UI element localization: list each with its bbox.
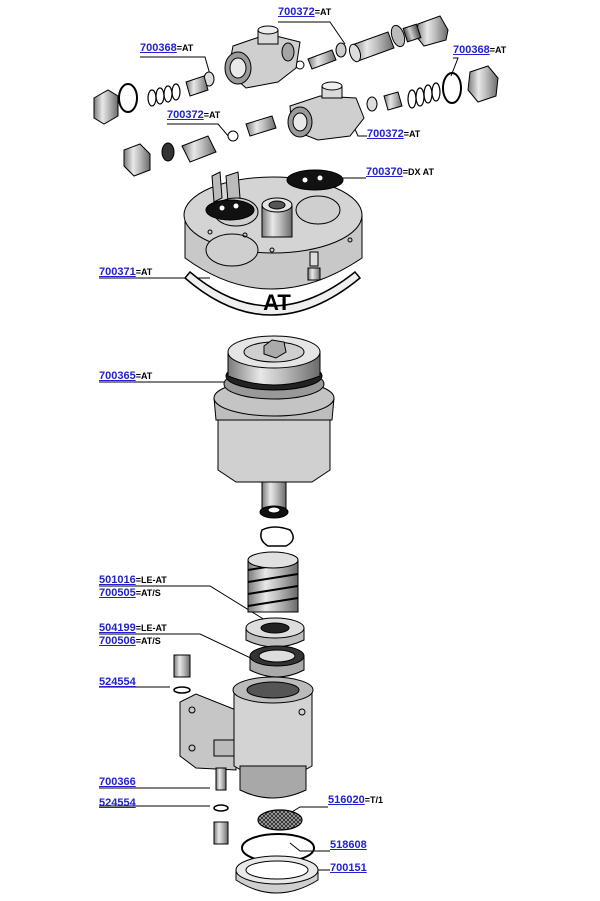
- part-link[interactable]: 700371: [99, 266, 136, 278]
- part-link[interactable]: 524554: [99, 676, 136, 688]
- part-link[interactable]: 700151: [330, 862, 367, 874]
- callout-700506: 700506=AT/S: [99, 635, 161, 647]
- spring-stack: [245, 526, 305, 678]
- part-link[interactable]: 700372: [367, 128, 404, 140]
- part-suffix: =LE-AT: [135, 575, 167, 585]
- part-suffix: =T/1: [364, 795, 383, 805]
- callout-501016: 501016=LE-AT: [99, 574, 167, 586]
- callout-524554-lower: 524554: [99, 797, 136, 809]
- callout-516020: 516020=T/1: [328, 794, 383, 806]
- valve-assembly-upper: [93, 15, 449, 125]
- callout-504199: 504199=LE-AT: [99, 622, 167, 634]
- part-suffix: =DX AT: [402, 167, 434, 177]
- part-suffix: =AT: [314, 7, 332, 17]
- callout-524554-upper: 524554: [99, 676, 136, 688]
- part-link[interactable]: 700368: [140, 42, 177, 54]
- part-link[interactable]: 700366: [99, 776, 136, 788]
- part-suffix: =AT: [203, 110, 221, 120]
- callout-700365: 700365=AT: [99, 370, 152, 382]
- callout-518608: 518608: [330, 839, 367, 851]
- part-suffix: =AT: [489, 45, 507, 55]
- callout-700151: 700151: [330, 862, 367, 874]
- part-link[interactable]: 700505: [99, 587, 136, 599]
- callout-700368-left: 700368=AT: [140, 42, 193, 54]
- part-suffix: =AT: [135, 371, 153, 381]
- part-link[interactable]: 518608: [330, 839, 367, 851]
- callout-700372-top: 700372=AT: [278, 6, 331, 18]
- part-link[interactable]: 700368: [453, 44, 490, 56]
- callout-700372-mid: 700372=AT: [167, 109, 220, 121]
- part-link[interactable]: 501016: [99, 574, 136, 586]
- callout-700371: 700371=AT: [99, 266, 152, 278]
- valve-assembly-lower: [123, 65, 499, 177]
- part-link[interactable]: 700370: [366, 166, 403, 178]
- part-suffix: =AT: [176, 43, 194, 53]
- stamp-text: AT: [263, 290, 291, 315]
- part-suffix: =LE-AT: [135, 623, 167, 633]
- part-link[interactable]: 504199: [99, 622, 136, 634]
- part-link[interactable]: 700372: [278, 6, 315, 18]
- part-link[interactable]: 700365: [99, 370, 136, 382]
- part-suffix: =AT: [403, 129, 421, 139]
- part-link[interactable]: 516020: [328, 794, 365, 806]
- pump-housing: [173, 654, 319, 894]
- callout-700505: 700505=AT/S: [99, 587, 161, 599]
- part-suffix: =AT/S: [135, 588, 161, 598]
- part-suffix: =AT: [135, 267, 153, 277]
- part-link[interactable]: 700506: [99, 635, 136, 647]
- pump-head: [213, 335, 335, 519]
- cover-plate: [183, 169, 363, 316]
- callout-700370: 700370=DX AT: [366, 166, 434, 178]
- part-link[interactable]: 524554: [99, 797, 136, 809]
- part-link[interactable]: 700372: [167, 109, 204, 121]
- callout-700368-right: 700368=AT: [453, 44, 506, 56]
- callout-700372-right: 700372=AT: [367, 128, 420, 140]
- part-suffix: =AT/S: [135, 636, 161, 646]
- callout-700366: 700366: [99, 776, 136, 788]
